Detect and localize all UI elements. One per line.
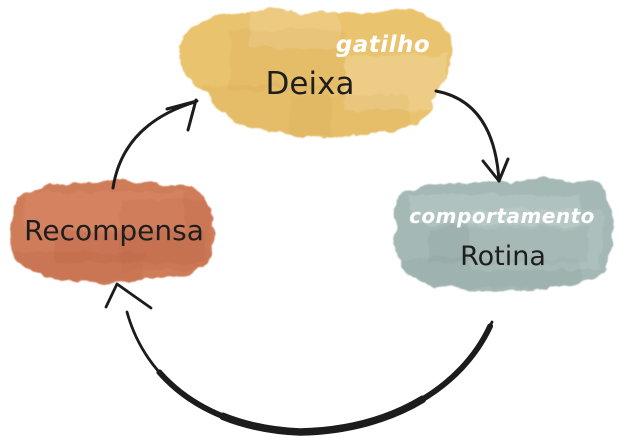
arrow-reward-to-cue-head-icon: [165, 98, 199, 132]
arrow-routine-to-reward-head-icon: [104, 282, 153, 310]
arrow-cue-to-routine-head-icon: [481, 157, 510, 183]
arrow-cue-to-routine-line: [434, 89, 501, 183]
reward-label: Recompensa: [24, 214, 204, 247]
routine-watercolor-patches: [400, 195, 600, 288]
reward-watercolor-patches: [15, 192, 210, 280]
cue-label: Deixa: [266, 66, 355, 102]
node-routine: comportamento Rotina: [395, 179, 613, 291]
routine-tag-label: comportamento: [409, 204, 595, 228]
node-cue: gatilho Deixa: [179, 9, 452, 137]
node-reward: Recompensa: [10, 180, 214, 282]
cue-watercolor-blob: [179, 9, 452, 137]
arrow-reward-to-cue: [111, 98, 199, 190]
arrow-cue-to-routine: [434, 89, 510, 183]
arrow-reward-to-cue-line: [111, 100, 197, 190]
routine-label: Rotina: [460, 241, 546, 272]
cue-watercolor-patches: [200, 9, 445, 137]
routine-watercolor-blob: [395, 179, 613, 291]
arrow-routine-to-reward: [104, 282, 496, 436]
reward-watercolor-blob: [10, 180, 214, 282]
arrow-routine-to-reward-line-core: [123, 308, 496, 436]
cue-tag-label: gatilho: [336, 32, 430, 58]
